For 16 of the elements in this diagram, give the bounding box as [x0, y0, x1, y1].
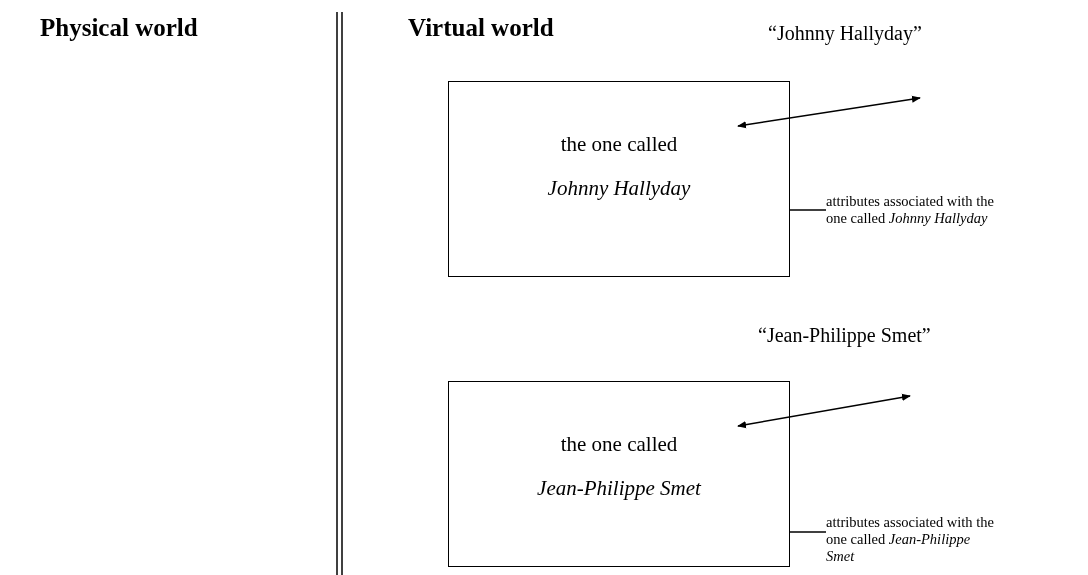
concept-box	[448, 81, 790, 277]
quoted-name: “Johnny Hallyday”	[768, 22, 922, 45]
quoted-name: “Jean-Philippe Smet”	[758, 324, 931, 347]
name-text: Jean-Philippe Smet	[536, 476, 703, 501]
double-headed-arrow	[737, 95, 921, 129]
concept-box	[448, 381, 790, 567]
box-text: the one called	[559, 132, 679, 157]
attribute-note: attributes associated with the one called Jean-Philippe Smet	[826, 514, 995, 565]
double-headed-arrow	[737, 393, 911, 429]
attribute-note: attributes associated with the one called Johnny Hallyday	[826, 193, 995, 227]
name-text: Johnny Hallyday	[546, 176, 692, 201]
column-heading: Physical world	[40, 14, 198, 42]
column-heading: Virtual world	[408, 14, 554, 42]
leader-line	[789, 531, 827, 533]
box-text: the one called	[559, 432, 679, 457]
leader-line	[789, 209, 827, 211]
